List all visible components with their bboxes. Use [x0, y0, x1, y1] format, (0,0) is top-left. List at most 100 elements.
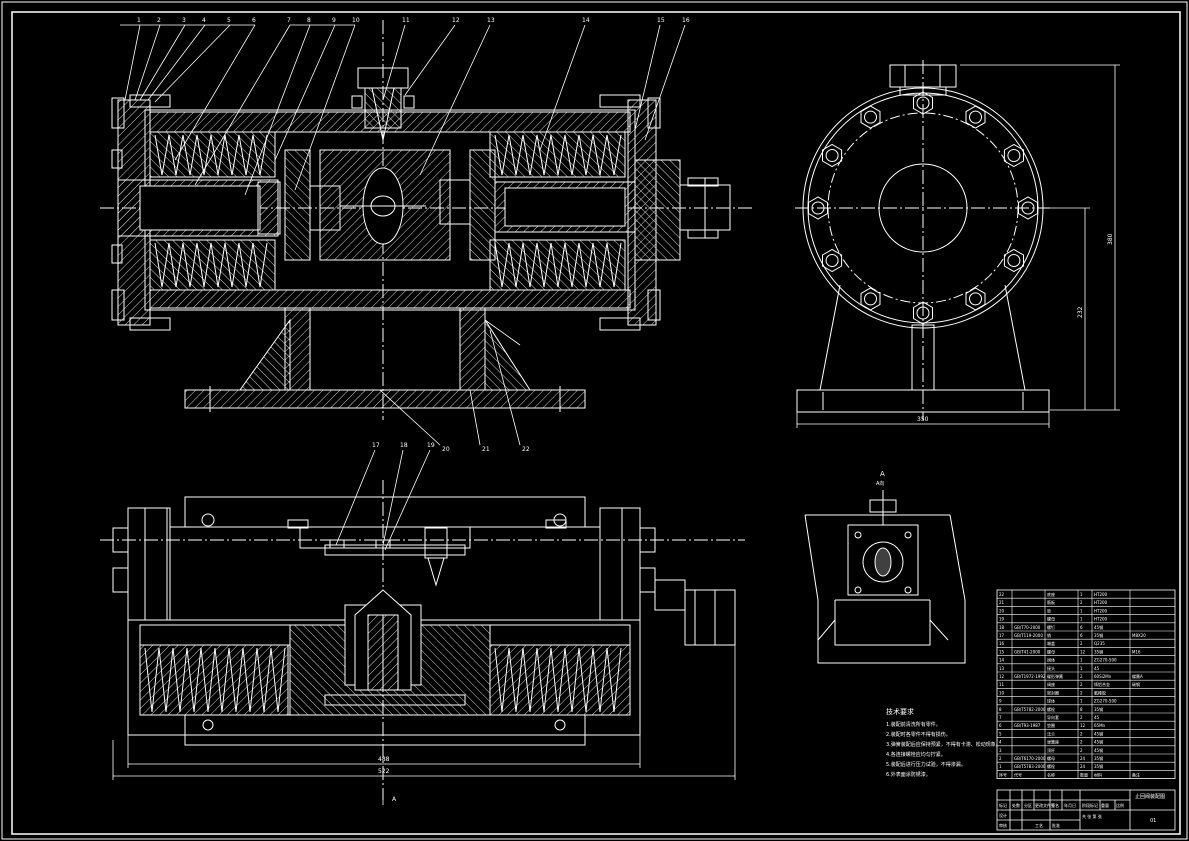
parts-cell-name: 垫 [1047, 607, 1051, 613]
parts-cell-code: GB/T5783-2000 [1014, 764, 1046, 769]
top-view-leaders [120, 24, 686, 446]
tb-drawing-no: 01 [1150, 818, 1156, 824]
balloon-19: 19 [427, 442, 435, 449]
flange-bolt-hex [860, 287, 881, 311]
flange-bolt-hole [969, 292, 982, 306]
balloon-13: 13 [487, 17, 495, 24]
balloon-15: 15 [657, 17, 665, 24]
dim-side-width: 350 [917, 416, 929, 423]
front-view-balloons: 17 18 19 [372, 442, 435, 449]
balloon-6: 6 [252, 17, 256, 24]
flange-bolt-hex [1003, 143, 1024, 168]
parts-cell-material: 35钢 [1094, 706, 1103, 712]
parts-cell-material: ZG270-500 [1094, 699, 1117, 704]
front-view-dimensions [112, 645, 736, 805]
flange-bolt-hex [808, 196, 828, 220]
balloon-7: 7 [287, 17, 291, 24]
flange-bolt-hole [1007, 149, 1021, 162]
parts-table-frame [996, 589, 1176, 780]
flange-bolt-hex [1018, 196, 1038, 220]
parts-cell-no: 5 [999, 731, 1002, 736]
parts-cell-name: 底座 [1047, 591, 1055, 597]
parts-cell-material: 35钢 [1094, 763, 1103, 769]
parts-cell-code: GB/T41-2000 [1014, 649, 1041, 654]
flange-bolt-hole [864, 292, 877, 306]
parts-cell-name: 螺母 [1047, 616, 1055, 622]
parts-cell-material: 45 [1094, 715, 1100, 720]
balloon-18: 18 [400, 442, 408, 449]
parts-cell-name: 螺母 [1047, 755, 1055, 761]
parts-cell-no: 19 [999, 617, 1005, 622]
flange-bolt-hex [965, 287, 986, 311]
tb-weight: 重量 [1101, 802, 1109, 808]
parts-cell-qty: 1 [1080, 699, 1083, 704]
balloon-17: 17 [372, 442, 380, 449]
parts-cell-qty: 1 [1080, 592, 1083, 597]
balloon-3: 3 [182, 17, 186, 24]
parts-header-qty: 数量 [1080, 771, 1088, 777]
parts-cell-name: 密封圈 [1047, 689, 1059, 695]
parts-cell-material: 45钢 [1094, 624, 1103, 630]
flange-bolt-hex [913, 91, 933, 115]
parts-cell-no: 22 [999, 592, 1005, 597]
flange-bolt-hole [825, 149, 839, 162]
title-block [996, 789, 1176, 831]
title-block-text: 标记 处数 分区 更改文件号 签名 年月日 设计 审核 工艺 批准 阶段标记 重… [999, 793, 1165, 828]
parts-cell-qty: 2 [1080, 674, 1083, 679]
flange-bolt-hex [1003, 248, 1024, 273]
balloon-10: 10 [352, 17, 360, 24]
parts-cell-code: GB/T93-1987 [1014, 723, 1041, 728]
tb-count: 处数 [1012, 802, 1020, 808]
parts-cell-name: 碟形弹簧 [1047, 673, 1063, 679]
parts-cell-name: 螺栓 [1047, 763, 1055, 769]
parts-cell-name: 导向套 [1047, 714, 1059, 720]
parts-cell-no: 11 [999, 682, 1005, 687]
parts-cell-note: M16 [1132, 649, 1141, 654]
balloon-2: 2 [157, 17, 161, 24]
parts-header-name: 名称 [1047, 771, 1055, 777]
balloon-14: 14 [582, 17, 590, 24]
parts-cell-no: 13 [999, 666, 1005, 671]
parts-cell-no: 12 [999, 674, 1005, 679]
parts-cell-material: 65Mn [1094, 723, 1106, 728]
parts-cell-no: 20 [999, 608, 1005, 613]
front-view-leaders [335, 449, 431, 551]
parts-cell-code: GB/T1972-1992 [1014, 674, 1046, 679]
flange-bolt-hole [825, 254, 839, 267]
tech-note-1: 1.装配前清洗所有零件。 [886, 721, 941, 728]
parts-cell-name: 销 [1047, 632, 1051, 638]
balloon-4: 4 [202, 17, 206, 24]
parts-cell-note: 蝶簧A [1132, 673, 1143, 679]
parts-cell-qty: 6 [1080, 625, 1083, 630]
balloon-16: 16 [682, 17, 690, 24]
tech-notes-title: 技术要求 [886, 707, 914, 716]
flange-bolt-hex [860, 105, 881, 129]
flange-bolt-hole [916, 306, 930, 320]
parts-cell-name: 球体 [1047, 698, 1055, 704]
parts-cell-qty: 2 [1080, 715, 1083, 720]
parts-cell-name: 法兰 [1047, 730, 1055, 736]
parts-cell-name: 阀座 [1047, 681, 1055, 687]
parts-cell-no: 18 [999, 625, 1005, 630]
balloon-12: 12 [452, 17, 460, 24]
parts-cell-material: 35钢 [1094, 755, 1103, 761]
parts-cell-qty: 2 [1080, 682, 1083, 687]
parts-cell-note: M8X20 [1132, 633, 1146, 638]
parts-cell-name: 螺栓 [1047, 706, 1055, 712]
parts-cell-note: 碳钢 [1132, 681, 1140, 687]
parts-cell-qty: 1 [1080, 658, 1083, 663]
parts-cell-qty: 2 [1080, 731, 1083, 736]
tb-change-doc: 更改文件号 [1035, 802, 1055, 808]
parts-cell-material: 45钢 [1094, 747, 1103, 753]
tb-approve: 批准 [1052, 822, 1060, 828]
flange-bolt-hex [913, 301, 933, 325]
parts-header-note: 备注 [1132, 771, 1140, 777]
parts-cell-name: 筋板 [1047, 599, 1055, 605]
balloon-22: 22 [522, 446, 530, 453]
parts-cell-qty: 24 [1080, 764, 1086, 769]
tech-note-6: 6.外表面涂防锈漆。 [886, 771, 931, 778]
dim-side-height: 380 [1107, 233, 1114, 245]
parts-header-no: 序号 [999, 771, 1007, 777]
